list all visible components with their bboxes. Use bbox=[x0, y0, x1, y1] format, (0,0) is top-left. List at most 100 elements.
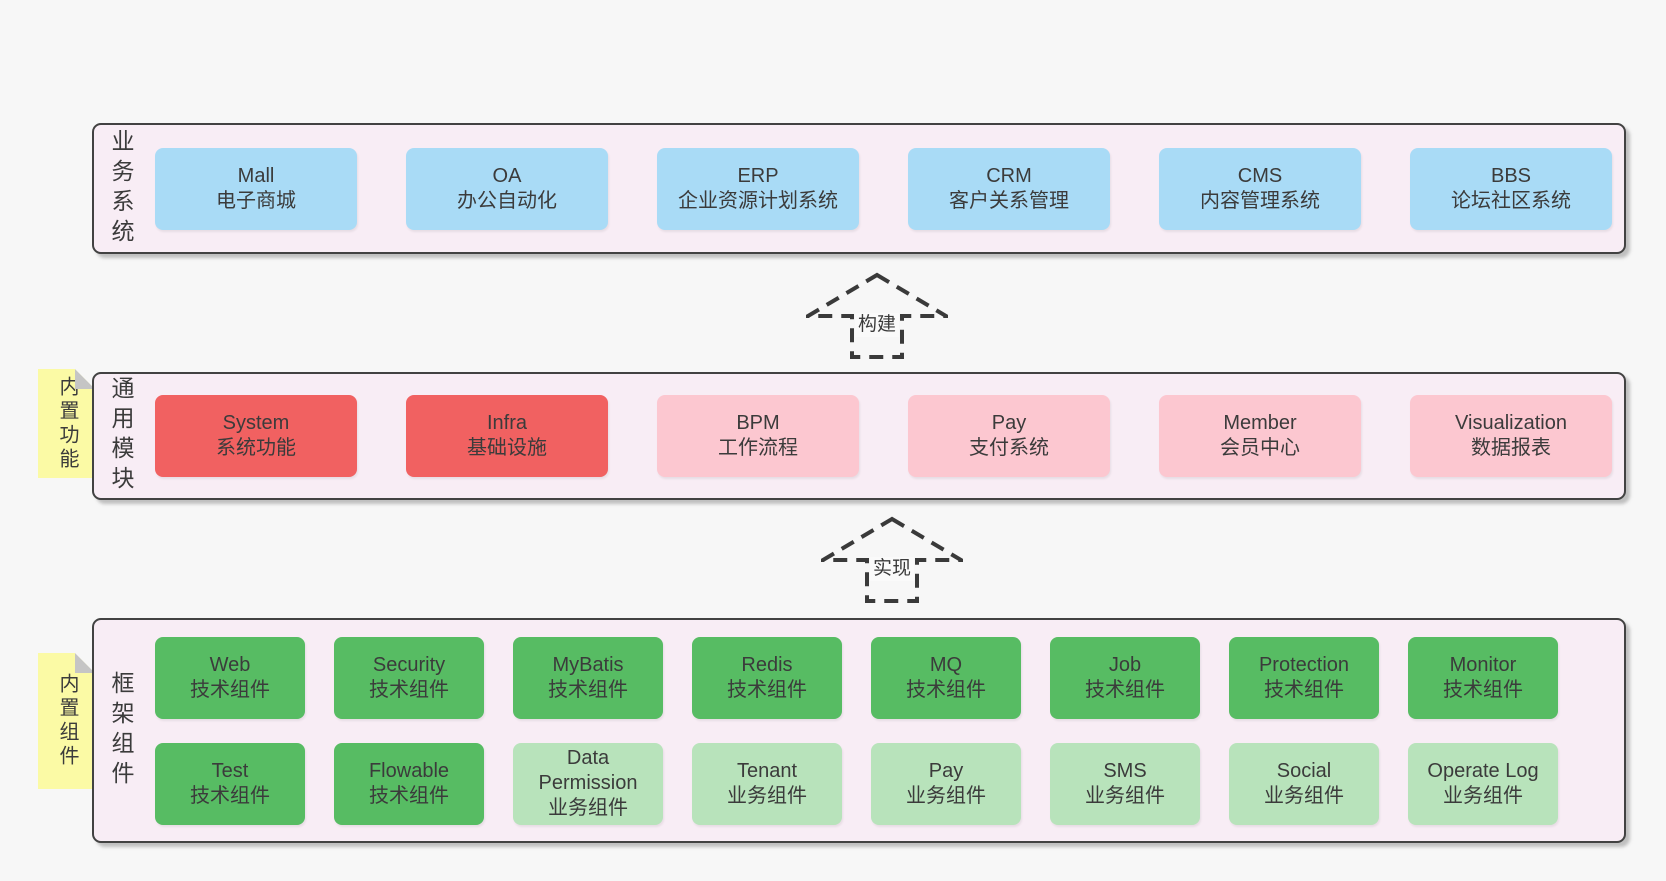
box-subtitle: 技术组件 bbox=[369, 784, 449, 807]
box-title: BBS bbox=[1490, 164, 1532, 187]
box-title: Pay bbox=[928, 759, 964, 782]
box-subtitle: 技术组件 bbox=[727, 678, 807, 701]
box-subtitle: 企业资源计划系统 bbox=[678, 189, 838, 212]
box-subtitle: 技术组件 bbox=[369, 678, 449, 701]
box-subtitle: 业务组件 bbox=[548, 797, 628, 819]
band-business-systems: 业务系统 Mall 电子商城 OA 办公自动化 ERP 企业资源计划系统 CRM… bbox=[92, 123, 1626, 254]
box-title: Visualization bbox=[1455, 412, 1567, 434]
box-bbs: BBS 论坛社区系统 bbox=[1410, 147, 1612, 230]
box-subtitle: 业务组件 bbox=[727, 784, 807, 807]
box-pay-component: Pay 业务组件 bbox=[871, 742, 1021, 825]
box-subtitle: 技术组件 bbox=[1264, 678, 1344, 701]
box-title: Member bbox=[1223, 412, 1297, 434]
box-subtitle: 业务组件 bbox=[1443, 784, 1523, 807]
sticky-note-built-in-features: 内置功能 bbox=[38, 369, 95, 478]
arrow-implement-label: 实现 bbox=[869, 557, 915, 581]
box-title: Mall bbox=[237, 164, 275, 187]
box-title: MQ bbox=[929, 653, 963, 676]
box-flowable: Flowable 技术组件 bbox=[334, 742, 484, 825]
box-title: BPM bbox=[736, 412, 780, 434]
box-subtitle: 技术组件 bbox=[1443, 678, 1523, 701]
box-tenant: Tenant 业务组件 bbox=[692, 742, 842, 825]
box-infra: Infra 基础设施 bbox=[406, 395, 608, 477]
band-framework-components: 框架组件 Web 技术组件 Security 技术组件 MyBatis 技术组件… bbox=[92, 618, 1626, 843]
box-crm: CRM 客户关系管理 bbox=[908, 147, 1110, 230]
box-operate-log: Operate Log 业务组件 bbox=[1408, 742, 1558, 825]
note-text: 内置功能 bbox=[56, 375, 78, 472]
box-subtitle: 工作流程 bbox=[718, 437, 798, 459]
box-title: Web bbox=[209, 653, 251, 676]
box-data-permission: Data Permission 业务组件 bbox=[513, 742, 663, 825]
box-cms: CMS 内容管理系统 bbox=[1159, 147, 1361, 230]
box-system: System 系统功能 bbox=[155, 395, 357, 477]
box-subtitle: 办公自动化 bbox=[457, 189, 557, 212]
box-oa: OA 办公自动化 bbox=[406, 147, 608, 230]
box-subtitle: 数据报表 bbox=[1471, 437, 1551, 459]
band-modules-content: System 系统功能 Infra 基础设施 BPM 工作流程 Pay 支付系统… bbox=[155, 374, 1612, 498]
box-bpm: BPM 工作流程 bbox=[657, 395, 859, 477]
box-mybatis: MyBatis 技术组件 bbox=[513, 636, 663, 719]
box-mall: Mall 电子商城 bbox=[155, 147, 357, 230]
box-subtitle: 技术组件 bbox=[1085, 678, 1165, 701]
box-security: Security 技术组件 bbox=[334, 636, 484, 719]
box-subtitle: 基础设施 bbox=[467, 437, 547, 459]
arrow-build-label: 构建 bbox=[854, 313, 900, 337]
box-subtitle: 客户关系管理 bbox=[949, 189, 1069, 212]
box-subtitle: 支付系统 bbox=[969, 437, 1049, 459]
box-subtitle: 系统功能 bbox=[216, 437, 296, 459]
box-title: Test bbox=[211, 759, 249, 782]
box-monitor: Monitor 技术组件 bbox=[1408, 636, 1558, 719]
box-title: CMS bbox=[1237, 164, 1283, 187]
box-title: Protection bbox=[1258, 653, 1350, 676]
box-title: OA bbox=[492, 164, 522, 187]
box-title: Redis bbox=[741, 653, 793, 676]
components-row-1: Web 技术组件 Security 技术组件 MyBatis 技术组件 Redi… bbox=[155, 636, 1558, 719]
box-title: Infra bbox=[486, 412, 528, 434]
box-mq: MQ 技术组件 bbox=[871, 636, 1021, 719]
box-subtitle: 业务组件 bbox=[906, 784, 986, 807]
band-components-content: Web 技术组件 Security 技术组件 MyBatis 技术组件 Redi… bbox=[155, 620, 1558, 841]
note-text: 内置组件 bbox=[56, 673, 78, 769]
box-title: ERP bbox=[737, 164, 779, 187]
box-title: SMS bbox=[1103, 759, 1147, 782]
band-label-common-modules: 通用模块 bbox=[108, 376, 134, 496]
sticky-note-built-in-components: 内置组件 bbox=[38, 653, 95, 789]
box-title: Tenant bbox=[736, 759, 798, 782]
box-title: Monitor bbox=[1449, 653, 1517, 676]
box-subtitle: 技术组件 bbox=[906, 678, 986, 701]
band-label-business-systems: 业务系统 bbox=[108, 128, 134, 249]
box-title: Flowable bbox=[368, 759, 450, 782]
box-title: Social bbox=[1276, 759, 1332, 782]
box-title: Security bbox=[372, 653, 446, 676]
box-subtitle: 会员中心 bbox=[1220, 437, 1300, 459]
box-subtitle: 技术组件 bbox=[190, 678, 270, 701]
up-arrow-outline-icon bbox=[806, 272, 948, 359]
box-pay-module: Pay 支付系统 bbox=[908, 395, 1110, 477]
box-social: Social 业务组件 bbox=[1229, 742, 1379, 825]
box-title: Data Permission bbox=[538, 747, 638, 794]
business-row: Mall 电子商城 OA 办公自动化 ERP 企业资源计划系统 CRM 客户关系… bbox=[155, 147, 1612, 230]
modules-row: System 系统功能 Infra 基础设施 BPM 工作流程 Pay 支付系统… bbox=[155, 395, 1612, 477]
band-business-content: Mall 电子商城 OA 办公自动化 ERP 企业资源计划系统 CRM 客户关系… bbox=[155, 125, 1612, 252]
box-subtitle: 内容管理系统 bbox=[1200, 189, 1320, 212]
box-subtitle: 技术组件 bbox=[190, 784, 270, 807]
band-label-framework-components: 框架组件 bbox=[108, 670, 134, 791]
box-title: Job bbox=[1108, 653, 1142, 676]
box-member: Member 会员中心 bbox=[1159, 395, 1361, 477]
components-row-2: Test 技术组件 Flowable 技术组件 Data Permission … bbox=[155, 742, 1558, 825]
box-title: MyBatis bbox=[552, 653, 624, 676]
band-common-modules: 通用模块 System 系统功能 Infra 基础设施 BPM 工作流程 Pay… bbox=[92, 372, 1626, 500]
box-test: Test 技术组件 bbox=[155, 742, 305, 825]
box-job: Job 技术组件 bbox=[1050, 636, 1200, 719]
up-arrow-outline-icon bbox=[821, 516, 963, 603]
arrow-implement: 实现 bbox=[821, 516, 963, 604]
box-title: Pay bbox=[991, 412, 1027, 434]
box-subtitle: 论坛社区系统 bbox=[1451, 189, 1571, 212]
box-title: Operate Log bbox=[1427, 759, 1539, 782]
box-subtitle: 电子商城 bbox=[216, 189, 296, 212]
box-sms: SMS 业务组件 bbox=[1050, 742, 1200, 825]
box-title: CRM bbox=[986, 164, 1032, 187]
box-title: System bbox=[222, 412, 290, 434]
box-visualization: Visualization 数据报表 bbox=[1410, 395, 1612, 477]
